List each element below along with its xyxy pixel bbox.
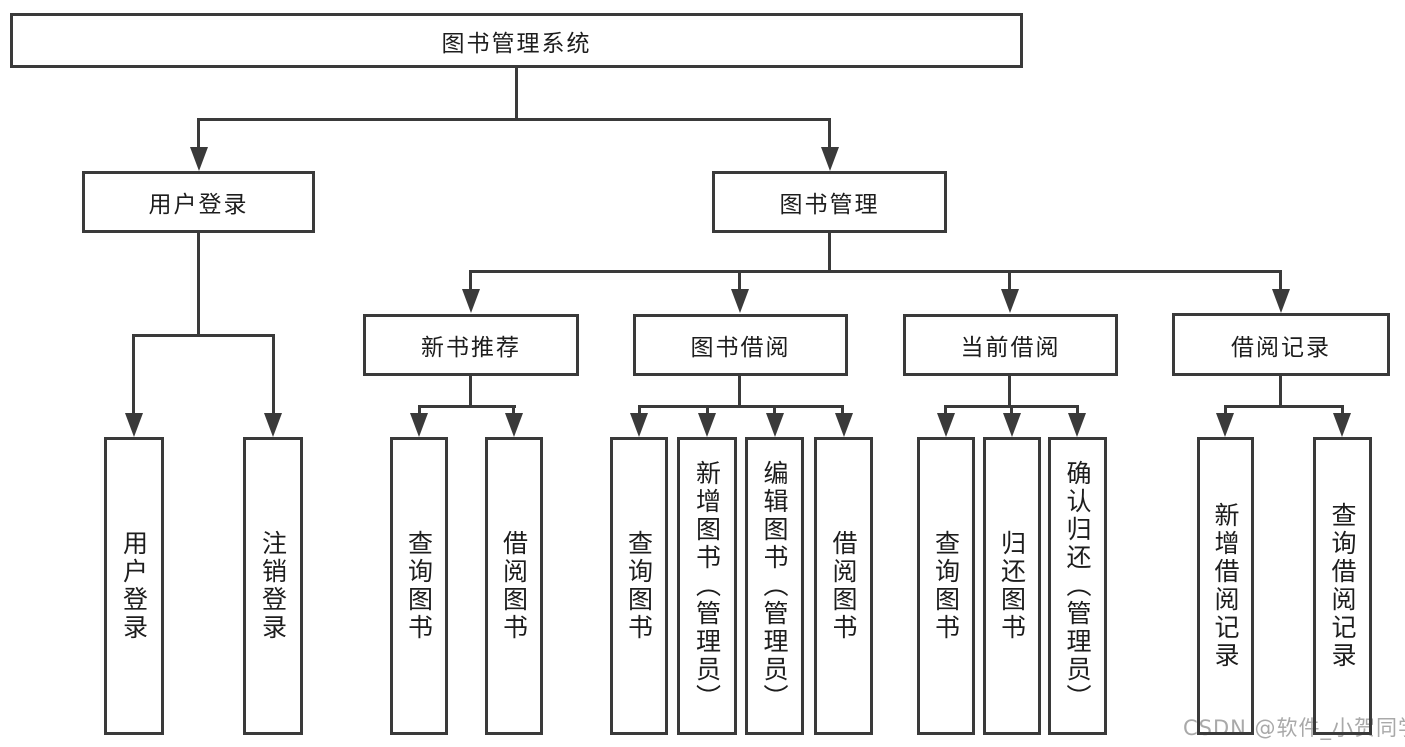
arrowhead-down-icon [731, 289, 749, 313]
arrowhead-down-icon [264, 413, 282, 437]
arrowhead-down-icon [698, 413, 716, 437]
connector-line [470, 270, 1282, 273]
connector-line [1341, 405, 1344, 417]
arrowhead-down-icon [821, 147, 839, 171]
connector-line [828, 118, 831, 150]
connector-line [638, 405, 641, 417]
connector-line [1008, 270, 1011, 294]
arrowhead-down-icon [1272, 289, 1290, 313]
connector-line [944, 405, 947, 417]
connector-line [738, 270, 741, 294]
connector-line [512, 405, 515, 417]
arrowhead-down-icon [1333, 413, 1351, 437]
arrowhead-down-icon [125, 413, 143, 437]
node-borrowing-records: 借阅记录 [1172, 313, 1390, 376]
connector-line [1008, 376, 1011, 408]
leaf-user-login: 用户登录 [104, 437, 164, 735]
connector-line [841, 405, 844, 417]
connector-line [1076, 405, 1079, 417]
leaf-nbr-query-books: 查询图书 [390, 437, 448, 735]
leaf-nbr-borrow-books: 借阅图书 [485, 437, 543, 735]
connector-line [706, 405, 709, 417]
connector-line [197, 233, 200, 337]
leaf-bb-add-books-admin: 新增图书（管理员） [677, 437, 737, 735]
arrowhead-down-icon [1003, 413, 1021, 437]
arrowhead-down-icon [630, 413, 648, 437]
arrowhead-down-icon [1001, 289, 1019, 313]
connector-line [197, 118, 200, 150]
arrowhead-down-icon [1068, 413, 1086, 437]
connector-line [773, 405, 776, 417]
node-book-management-branch: 图书管理 [712, 171, 947, 233]
connector-line [1279, 270, 1282, 294]
connector-line [469, 376, 472, 408]
node-book-management-system: 图书管理系统 [10, 13, 1023, 68]
leaf-br-add-record: 新增借阅记录 [1197, 437, 1254, 735]
leaf-cb-query-books: 查询图书 [917, 437, 975, 735]
connector-line [469, 270, 472, 294]
arrowhead-down-icon [505, 413, 523, 437]
arrowhead-down-icon [410, 413, 428, 437]
arrowhead-down-icon [1216, 413, 1234, 437]
connector-line [828, 233, 831, 273]
connector-line [133, 334, 275, 337]
connector-line [418, 405, 421, 417]
arrowhead-down-icon [766, 413, 784, 437]
leaf-cb-return-books: 归还图书 [983, 437, 1041, 735]
node-current-borrowing: 当前借阅 [903, 314, 1118, 376]
connector-line [418, 405, 516, 408]
connector-line [1010, 405, 1013, 417]
arrowhead-down-icon [190, 147, 208, 171]
connector-line [198, 118, 831, 121]
leaf-bb-query-books: 查询图书 [610, 437, 668, 735]
leaf-bb-edit-books-admin: 编辑图书（管理员） [745, 437, 804, 735]
connector-line [132, 334, 135, 416]
connector-line [1224, 405, 1344, 408]
connector-line [272, 334, 275, 416]
arrowhead-down-icon [835, 413, 853, 437]
arrowhead-down-icon [937, 413, 955, 437]
leaf-logout: 注销登录 [243, 437, 303, 735]
leaf-cb-confirm-return-admin: 确认归还（管理员） [1048, 437, 1107, 735]
leaf-br-query-record: 查询借阅记录 [1313, 437, 1372, 735]
connector-line [1279, 376, 1282, 408]
node-book-borrowing: 图书借阅 [633, 314, 848, 376]
connector-line [738, 376, 741, 408]
watermark: CSDN @软件_小贺同学 [1183, 716, 1405, 740]
connector-line [515, 68, 518, 121]
connector-line [638, 405, 844, 408]
leaf-bb-borrow-books: 借阅图书 [814, 437, 873, 735]
connector-line [1224, 405, 1227, 417]
node-user-login-branch: 用户登录 [82, 171, 315, 233]
node-new-book-recommend: 新书推荐 [363, 314, 579, 376]
arrowhead-down-icon [462, 289, 480, 313]
